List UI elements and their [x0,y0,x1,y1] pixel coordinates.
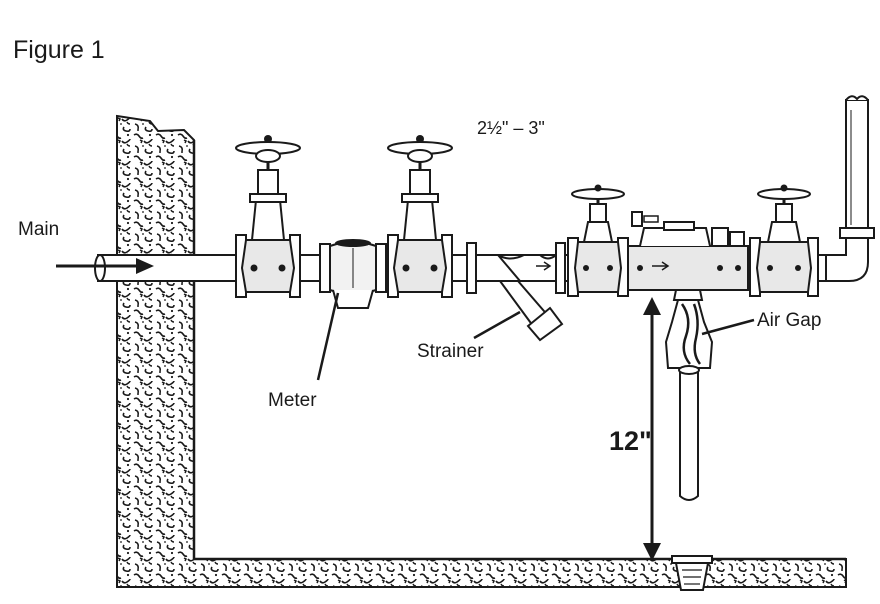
drain-pipe [678,365,700,501]
gate-valve-meter-outlet [387,135,453,298]
figure-title: Figure 1 [13,36,105,64]
floor-drain [671,555,713,591]
shutoff-valve-outlet [749,184,819,297]
y-strainer [466,242,566,342]
strainer-leader-line [473,310,521,340]
air-gap-leader-line [701,318,755,336]
water-meter [319,239,387,309]
meter-leader-line [316,292,340,381]
riser-pipe [825,95,875,282]
air-gap-label: Air Gap [757,310,822,331]
shutoff-valve-inlet [567,184,629,297]
size-note: 2½" – 3" [477,118,545,138]
concrete-wall [116,114,847,588]
gate-valve-upstream [235,135,301,298]
clearance-label: 12" [609,426,652,456]
meter-label: Meter [268,390,317,411]
backflow-preventer [627,211,749,301]
strainer-label: Strainer [417,341,484,362]
main-flow-arrow [56,258,154,274]
main-label: Main [18,219,60,240]
pipe-segment [299,254,321,282]
main-pipe [94,254,241,282]
air-gap-funnel [664,299,714,369]
